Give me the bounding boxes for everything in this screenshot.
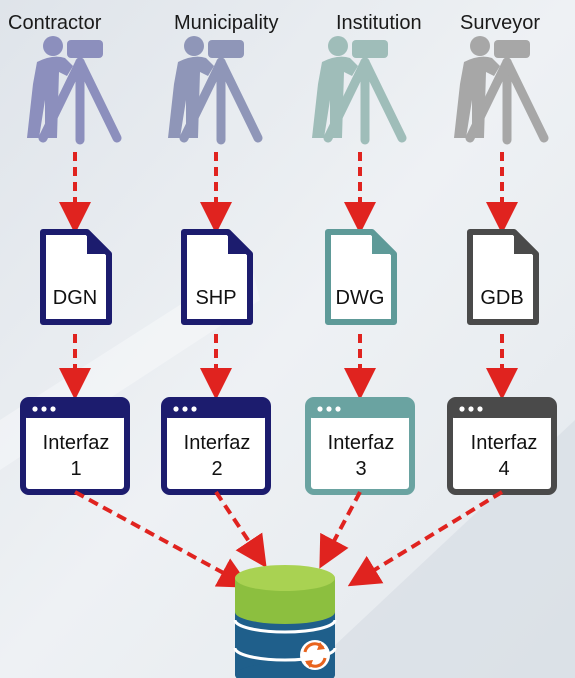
role-label-institution: Institution [336, 12, 422, 34]
interface-1-number: 1 [70, 458, 82, 480]
file-label-dgn: DGN [52, 287, 98, 309]
interface-4-word: Interfaz [470, 432, 538, 454]
window-dot [317, 406, 323, 412]
window-dot [326, 406, 332, 412]
flow-arrow-interface-4 [347, 490, 504, 587]
file-label-dwg: DWG [335, 287, 385, 309]
person-head [470, 36, 490, 56]
window-dot [459, 406, 465, 412]
tripod-leg [75, 57, 122, 143]
window-titlebar [308, 400, 412, 418]
database-ring-1 [233, 619, 337, 634]
window-titlebar [164, 400, 268, 418]
interface-window-2 [161, 397, 271, 495]
person-head [184, 36, 204, 56]
person-body [27, 56, 73, 138]
theodolite [67, 40, 103, 58]
tripod-leg [216, 57, 263, 143]
window-dot [182, 406, 188, 412]
file-corner [87, 232, 109, 254]
interface-3-number: 3 [355, 458, 367, 480]
role-label-contractor: Contractor [8, 12, 102, 34]
flow-arrow-interface-2 [214, 490, 267, 568]
role-label-municipality: Municipality [174, 12, 279, 34]
window-dot [50, 406, 56, 412]
window-dot [468, 406, 474, 412]
person-body [168, 56, 214, 138]
theodolite [494, 40, 530, 58]
window-dot [191, 406, 197, 412]
person-head [328, 36, 348, 56]
interface-3-word: Interfaz [327, 432, 395, 454]
file-icon-shp [181, 229, 253, 325]
person-body [312, 56, 358, 138]
window-titlebar [23, 400, 127, 418]
interface-2-word: Interfaz [183, 432, 251, 454]
file-body [181, 229, 253, 325]
file-icon-dgn [40, 229, 112, 325]
file-icon-dwg [325, 229, 397, 325]
file-icon-gdb [467, 229, 539, 325]
interface-2-number: 2 [211, 458, 223, 480]
role-label-surveyor: Surveyor [460, 12, 541, 34]
sync-arrowhead-1 [317, 642, 325, 650]
window-titlebar [450, 400, 554, 418]
window-dot [477, 406, 483, 412]
file-body [325, 229, 397, 325]
file-body [40, 229, 112, 325]
interface-2-label: Interfaz 2 [167, 430, 267, 482]
sync-arrowhead-2 [305, 660, 313, 668]
surveyor-icon-2 [168, 36, 263, 145]
interface-1-word: Interfaz [42, 432, 110, 454]
theodolite [352, 40, 388, 58]
file-corner [228, 232, 250, 254]
tripod-leg [502, 57, 549, 143]
window-dot [32, 406, 38, 412]
database-ring-2 [233, 647, 337, 662]
surveyor-icon-3 [312, 36, 407, 145]
tripod-leg [360, 57, 407, 143]
window-dot [335, 406, 341, 412]
window-dot [41, 406, 47, 412]
database-lid [235, 565, 335, 591]
surveyor-icon-4 [454, 36, 549, 145]
interface-1-label: Interfaz 1 [26, 430, 126, 482]
database-top-band [235, 578, 335, 624]
person-body [454, 56, 500, 138]
interface-4-label: Interfaz 4 [454, 430, 554, 482]
file-label-shp: SHP [195, 287, 237, 309]
file-corner [514, 232, 536, 254]
file-label-gdb: GDB [480, 287, 524, 309]
file-body [467, 229, 539, 325]
interface-3-label: Interfaz 3 [311, 430, 411, 482]
flow-arrow-interface-3 [319, 491, 362, 569]
file-corner [372, 232, 394, 254]
database-sync-icon [233, 565, 337, 678]
interface-4-number: 4 [498, 458, 510, 480]
person-head [43, 36, 63, 56]
surveyor-icon-1 [27, 36, 122, 145]
theodolite [208, 40, 244, 58]
window-dot [173, 406, 179, 412]
